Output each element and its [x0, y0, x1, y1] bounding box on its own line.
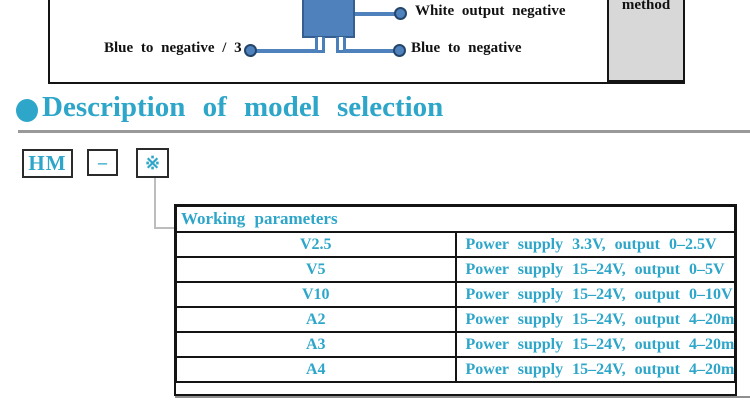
model-code-cell: V10: [175, 281, 457, 308]
table-row: V2.5 Power supply 3.3V, output 0–2.5V: [175, 231, 736, 258]
method-label: method: [621, 0, 671, 13]
model-wildcard-box: ※: [136, 148, 169, 178]
component-pin-left: [315, 37, 325, 53]
bottom-divider: [175, 396, 750, 398]
section-title: Description of model selection: [42, 91, 444, 123]
wildcard-connector-vertical: [154, 178, 156, 229]
model-code-cell: A4: [175, 356, 457, 383]
component-pin-right: [336, 37, 346, 53]
blue-negative-right-label: Blue to negative: [411, 40, 522, 56]
model-separator-box: –: [87, 149, 118, 176]
model-prefix-label: HM: [28, 151, 67, 175]
terminal-dot-icon: [393, 44, 406, 57]
model-prefix-box: HM: [22, 149, 73, 178]
model-code-cell: V5: [175, 256, 457, 283]
model-code-cell: A2: [175, 306, 457, 333]
model-code-cell: V2.5: [175, 231, 457, 258]
wire-blue-left: [254, 49, 318, 53]
model-code-cell: A3: [175, 331, 457, 358]
wire-blue-right: [343, 49, 398, 53]
table-row: V10 Power supply 15–24V, output 0–10V: [175, 281, 736, 308]
heading-divider: [18, 130, 750, 133]
table-header-row: Working parameters: [175, 205, 736, 233]
wiring-method-cell: method: [607, 0, 685, 82]
sensor-component-box: [302, 0, 355, 38]
blue-negative-left-label: Blue to negative / 3: [104, 40, 242, 56]
model-description-cell: Power supply 15–24V, output 0–5V: [454, 256, 736, 283]
model-description-cell: Power supply 15–24V, output 0–10V: [454, 281, 736, 308]
table-header: Working parameters: [175, 205, 736, 233]
model-wildcard-label: ※: [144, 152, 161, 173]
table-row: V5 Power supply 15–24V, output 0–5V: [175, 256, 736, 283]
terminal-dot-icon: [244, 44, 257, 57]
white-output-label: White output negative: [415, 3, 566, 19]
model-description-cell: Power supply 3.3V, output 0–2.5V: [454, 231, 736, 258]
model-separator-label: –: [98, 152, 107, 172]
wire-white-output: [355, 12, 398, 16]
bullet-icon: [16, 99, 38, 122]
working-parameters-table: Working parameters V2.5 Power supply 3.3…: [175, 205, 736, 383]
wildcard-connector-horizontal: [154, 227, 177, 229]
terminal-dot-icon: [394, 7, 407, 20]
